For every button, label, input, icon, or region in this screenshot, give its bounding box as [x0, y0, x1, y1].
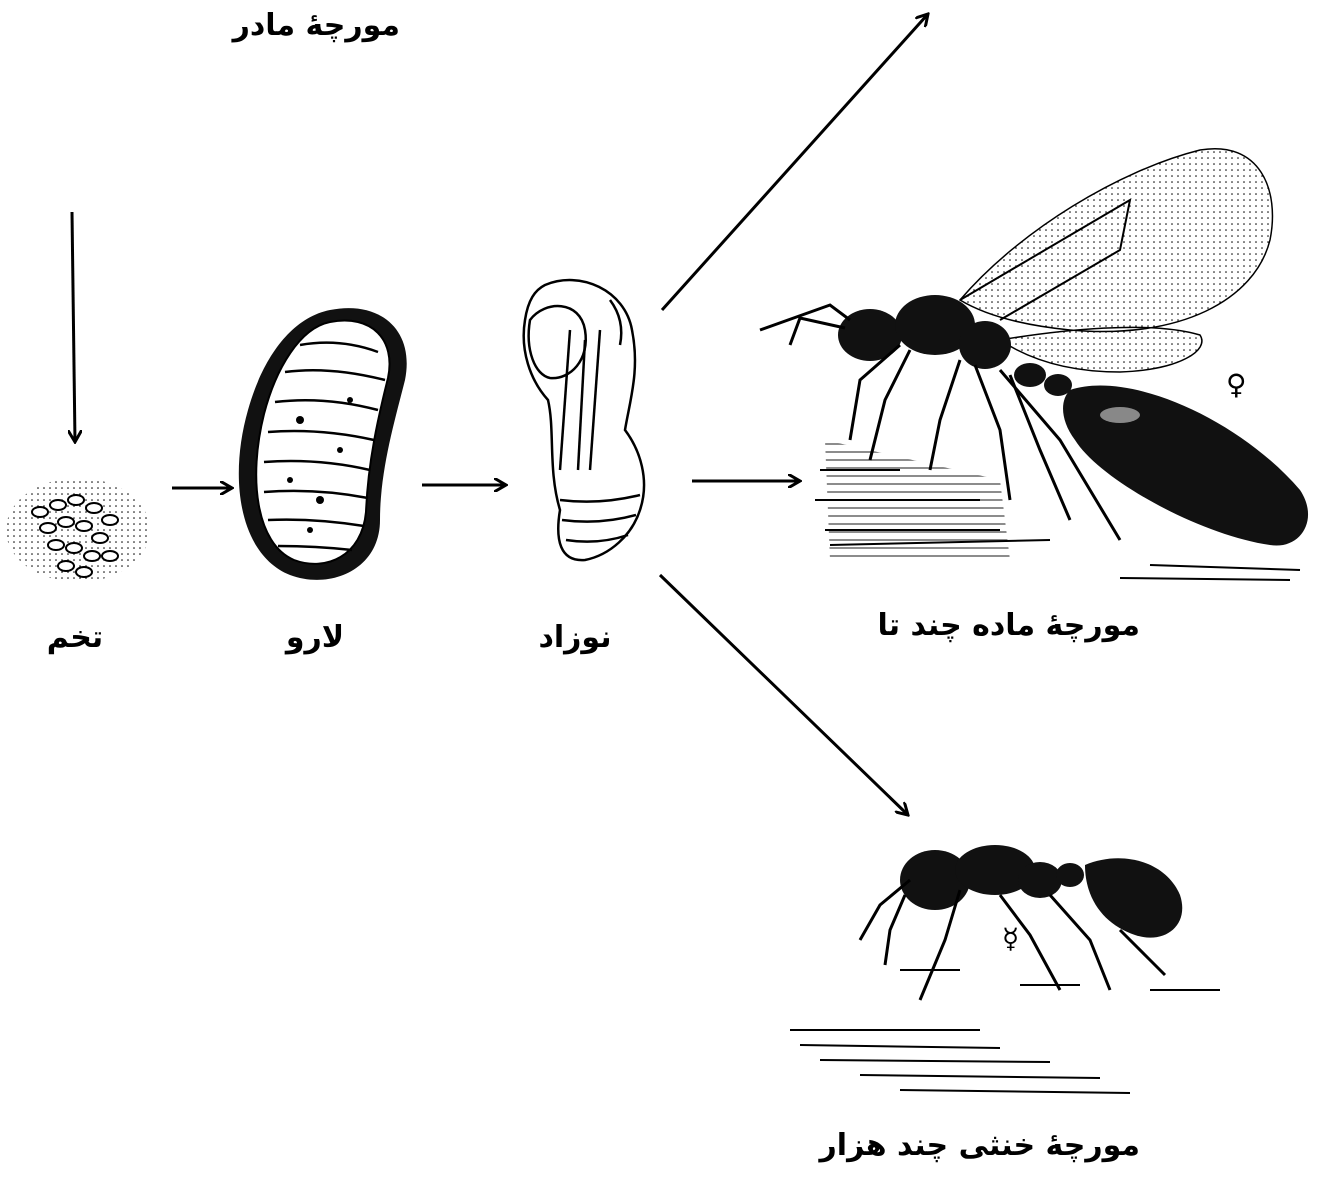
worker-ant-label: مورچهٔ خنثی چند هزار — [850, 1128, 1140, 1163]
arrow-pupa-to-top — [662, 14, 928, 310]
arrow-pupa-to-worker — [660, 575, 908, 815]
egg-cluster-illustration — [6, 478, 150, 582]
female-ant-illustration — [760, 149, 1308, 580]
pupa-label: نوزاد — [525, 620, 625, 655]
larva-label: لارو — [270, 620, 360, 655]
arrow-mother-to-egg — [72, 212, 75, 442]
female-ant-label: مورچهٔ ماده چند تا — [880, 608, 1140, 643]
larva-illustration — [239, 308, 407, 580]
worker-ant-illustration — [790, 845, 1220, 1093]
egg-label: تخم — [30, 620, 120, 655]
mother-ant-label: مورچهٔ مادر — [240, 8, 400, 43]
worker-symbol-icon: ☿ — [1002, 922, 1019, 955]
pupa-illustration — [524, 280, 644, 560]
female-symbol-icon: ♀ — [1226, 368, 1247, 401]
